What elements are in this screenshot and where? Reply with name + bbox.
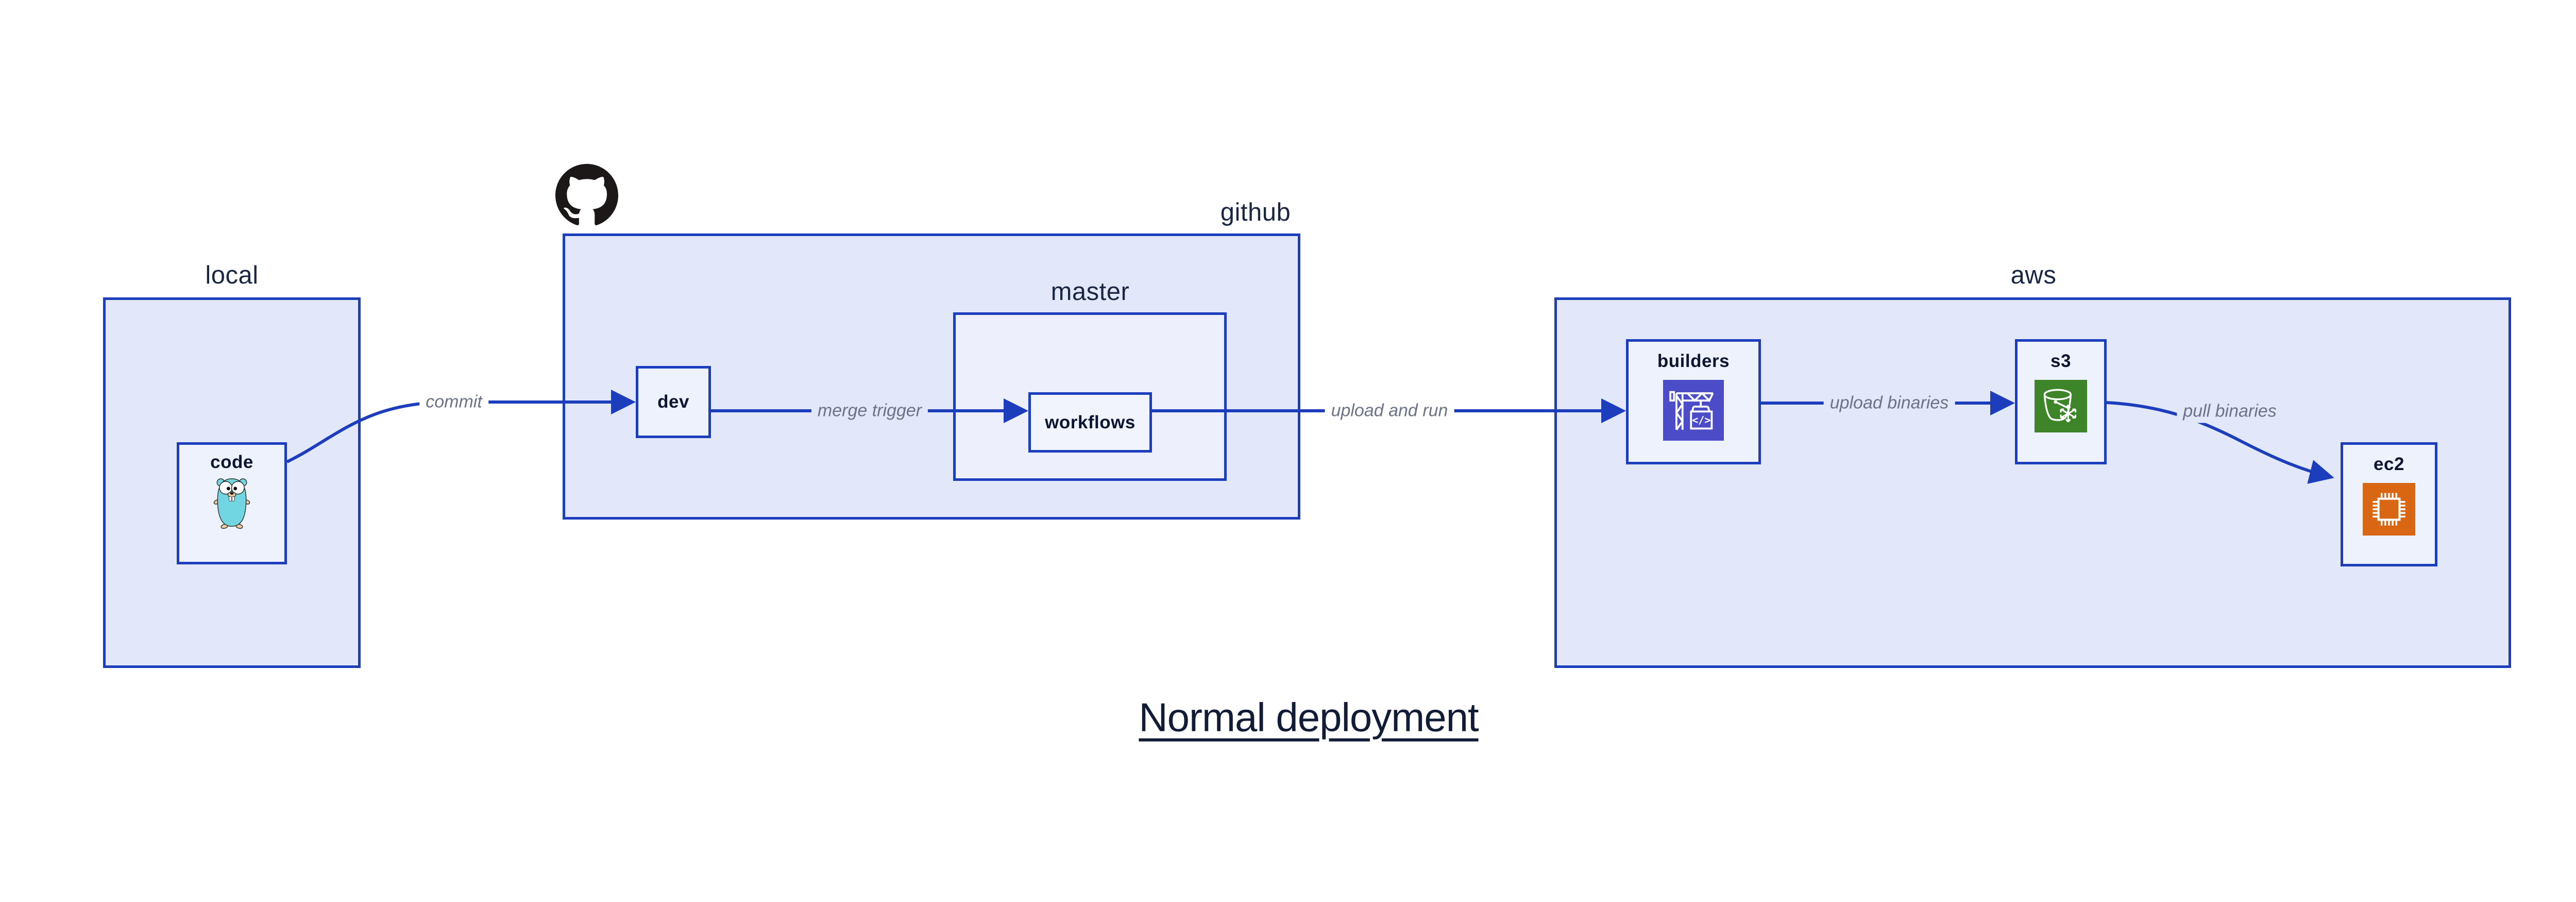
node-label-s3: s3 bbox=[2050, 351, 2071, 371]
node-builders: builders </> bbox=[1626, 339, 1761, 464]
node-code: code bbox=[177, 442, 287, 564]
node-label-dev: dev bbox=[657, 392, 689, 412]
diagram-title: Normal deployment bbox=[1139, 694, 1479, 740]
node-label-ec2: ec2 bbox=[2374, 454, 2404, 474]
edge-label-upload-and-run: upload and run bbox=[1325, 399, 1454, 423]
container-label-aws: aws bbox=[2010, 261, 2057, 289]
edge-label-pull-binaries: pull binaries bbox=[2177, 399, 2283, 423]
edge-label-upload-binaries: upload binaries bbox=[1823, 391, 1955, 415]
edge-label-commit: commit bbox=[419, 390, 488, 414]
aws-codebuild-icon: </> bbox=[1663, 380, 1724, 441]
code-glyph: </> bbox=[1692, 414, 1710, 426]
node-label-builders: builders bbox=[1657, 351, 1730, 371]
node-label-workflows: workflows bbox=[1045, 412, 1136, 432]
container-label-master: master bbox=[1050, 278, 1130, 306]
node-s3: s3 bbox=[2015, 339, 2107, 464]
node-workflows: workflows bbox=[1028, 392, 1152, 453]
github-logo-icon bbox=[555, 164, 618, 227]
edge-label-merge-trigger: merge trigger bbox=[811, 399, 928, 423]
node-dev: dev bbox=[636, 366, 711, 438]
node-ec2: ec2 bbox=[2341, 442, 2437, 566]
container-label-local: local bbox=[205, 261, 259, 289]
node-label-code: code bbox=[210, 452, 253, 472]
aws-ec2-icon bbox=[2363, 483, 2415, 536]
container-label-github: github bbox=[1220, 198, 1291, 226]
aws-s3-glacier-icon bbox=[2035, 380, 2087, 432]
go-gopher-icon bbox=[211, 476, 253, 529]
